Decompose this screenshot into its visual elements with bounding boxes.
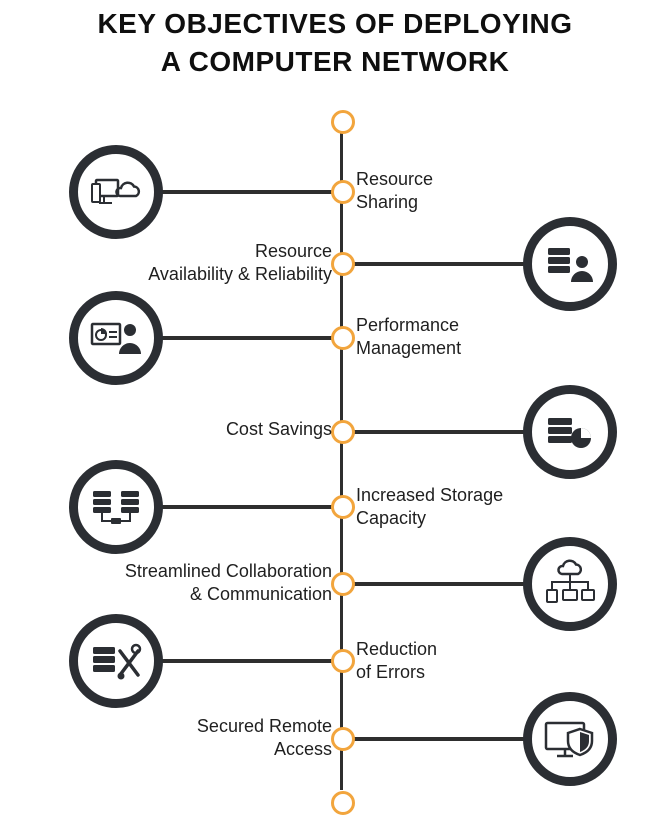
connector-resource-availability: [344, 262, 566, 266]
node-resource-sharing: [331, 180, 355, 204]
objective-resource-availability: Resource Availability & Reliability: [148, 241, 332, 284]
objective-reduction-of-errors: Reduction of Errors: [356, 639, 438, 682]
objective-cost-savings: Cost Savings: [225, 419, 332, 439]
connector-secured-remote-access: [344, 737, 566, 741]
page-title-line-2: A COMPUTER NETWORK: [160, 46, 510, 77]
connector-cost-savings: [344, 430, 566, 434]
node-streamlined-collaboration: [331, 572, 355, 596]
objective-performance-management: Performance Management: [356, 315, 462, 358]
connector-reduction-of-errors: [120, 659, 342, 663]
monitor-shield-icon: [523, 692, 617, 786]
timeline-spine: [340, 130, 343, 790]
timeline-start-node: [331, 110, 355, 134]
linked-servers-icon: [69, 460, 163, 554]
objective-increased-storage: Increased Storage Capacity: [356, 485, 504, 528]
timeline-end-node: [331, 791, 355, 815]
server-pie-chart-icon: [523, 385, 617, 479]
node-resource-availability: [331, 252, 355, 276]
server-admin-icon: [523, 217, 617, 311]
cloud-devices-icon: [69, 145, 163, 239]
node-increased-storage: [331, 495, 355, 519]
connector-streamlined-collaboration: [344, 582, 566, 586]
objective-secured-remote-access: Secured Remote Access: [196, 716, 332, 759]
node-cost-savings: [331, 420, 355, 444]
connector-increased-storage: [120, 505, 342, 509]
cloud-network-icon: [523, 537, 617, 631]
server-tools-icon: [69, 614, 163, 708]
connector-performance-management: [120, 336, 342, 340]
node-performance-management: [331, 326, 355, 350]
node-secured-remote-access: [331, 727, 355, 751]
connector-resource-sharing: [120, 190, 342, 194]
presentation-manager-icon: [69, 291, 163, 385]
page-title-line-1: KEY OBJECTIVES OF DEPLOYING: [97, 8, 573, 39]
objective-resource-sharing: Resource Sharing: [356, 169, 434, 212]
node-reduction-of-errors: [331, 649, 355, 673]
objective-streamlined-collaboration: Streamlined Collaboration & Communicatio…: [124, 561, 332, 604]
